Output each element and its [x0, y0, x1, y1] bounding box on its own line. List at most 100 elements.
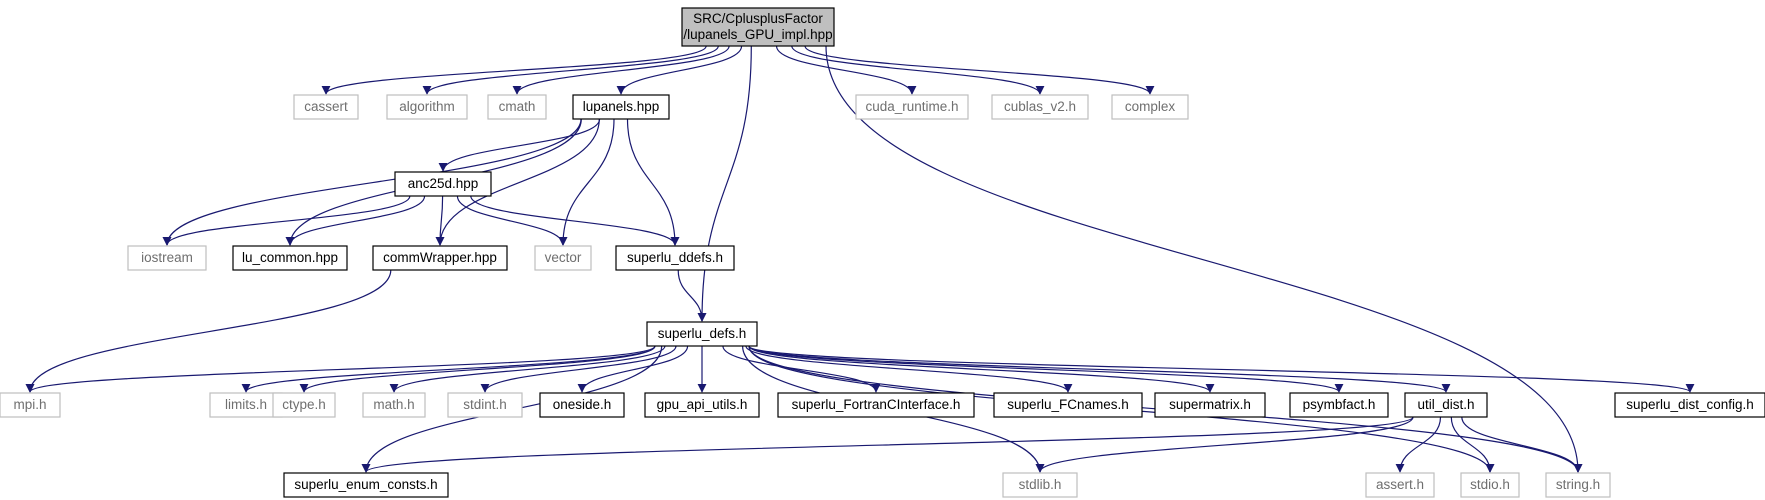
node-anc25d[interactable]: anc25d.hpp: [394, 171, 492, 197]
node-dist_config[interactable]: superlu_dist_config.h: [1614, 392, 1765, 418]
include-edge-lupanels-to-superlu_ddefs: [626, 118, 680, 246]
node-label-cuda_runtime: cuda_runtime.h: [865, 99, 958, 114]
include-edge-root-to-cassert: [321, 45, 707, 95]
node-cmath: cmath: [487, 94, 547, 120]
node-label-complex: complex: [1125, 99, 1176, 114]
node-label-enum_consts: superlu_enum_consts.h: [294, 477, 437, 492]
node-complex: complex: [1111, 94, 1189, 120]
node-label-dist_config: superlu_dist_config.h: [1626, 397, 1754, 412]
include-edge-root-to-cublas: [791, 45, 1045, 95]
include-edge-superlu_defs-to-util_dist: [748, 345, 1451, 393]
node-oneside[interactable]: oneside.h: [539, 392, 625, 418]
node-box-root[interactable]: [681, 7, 835, 47]
node-gpu_api_utils[interactable]: gpu_api_utils.h: [644, 392, 760, 418]
node-box-cmath: [487, 94, 547, 120]
include-edge-superlu_defs-to-ctype: [299, 345, 656, 393]
node-box-util_dist[interactable]: [1404, 392, 1488, 418]
node-lupanels[interactable]: lupanels.hpp: [572, 94, 670, 120]
node-label-stdint: stdint.h: [463, 397, 507, 412]
node-label-algorithm: algorithm: [399, 99, 455, 114]
node-commWrapper[interactable]: commWrapper.hpp: [372, 245, 508, 271]
include-edge-superlu_defs-to-psymbfact: [748, 345, 1344, 393]
node-label-root-1: /lupanels_GPU_impl.hpp: [683, 27, 832, 42]
include-edge-commWrapper-to-mpi: [25, 269, 392, 393]
include-edge-superlu_defs-to-supermatrix: [748, 345, 1215, 393]
node-enum_consts[interactable]: superlu_enum_consts.h: [283, 472, 449, 498]
node-box-superlu_ddefs[interactable]: [615, 245, 735, 271]
node-root[interactable]: SRC/CplusplusFactor/lupanels_GPU_impl.hp…: [681, 7, 835, 47]
include-edge-anc25d-to-commWrapper: [435, 195, 445, 246]
node-stdint: stdint.h: [447, 392, 523, 418]
node-box-cuda_runtime: [855, 94, 969, 120]
include-edge-superlu_defs-to-mpi: [25, 345, 656, 393]
node-util_dist[interactable]: util_dist.h: [1404, 392, 1488, 418]
node-label-stdlib: stdlib.h: [1019, 477, 1062, 492]
node-box-enum_consts[interactable]: [283, 472, 449, 498]
node-box-math: [362, 392, 426, 418]
include-edge-anc25d-to-vector: [456, 195, 568, 246]
node-box-cublas: [991, 94, 1089, 120]
node-label-psymbfact: psymbfact.h: [1303, 397, 1376, 412]
node-box-stdlib: [1002, 472, 1078, 498]
node-box-fortranC[interactable]: [777, 392, 975, 418]
node-box-string: [1545, 472, 1611, 498]
include-edge-root-to-lupanels: [616, 45, 743, 95]
node-box-oneside[interactable]: [539, 392, 625, 418]
node-label-util_dist: util_dist.h: [1417, 397, 1474, 412]
include-edge-superlu_ddefs-to-superlu_defs: [677, 269, 707, 322]
node-box-limits: [209, 392, 283, 418]
include-edge-util_dist-to-assert: [1395, 416, 1442, 473]
node-label-commWrapper: commWrapper.hpp: [383, 250, 497, 265]
include-edge-superlu_defs-to-math: [389, 345, 666, 393]
node-superlu_ddefs[interactable]: superlu_ddefs.h: [615, 245, 735, 271]
node-label-anc25d: anc25d.hpp: [408, 176, 479, 191]
node-label-fortranC: superlu_FortranCInterface.h: [792, 397, 961, 412]
include-edge-superlu_defs-to-oneside: [577, 345, 689, 393]
node-superlu_defs[interactable]: superlu_defs.h: [646, 321, 758, 347]
node-label-superlu_ddefs: superlu_ddefs.h: [627, 250, 723, 265]
include-edge-lupanels-to-anc25d: [438, 118, 601, 172]
node-box-superlu_defs[interactable]: [646, 321, 758, 347]
node-assert: assert.h: [1365, 472, 1435, 498]
include-nodes: SRC/CplusplusFactor/lupanels_GPU_impl.hp…: [0, 7, 1765, 498]
node-box-supermatrix[interactable]: [1154, 392, 1266, 418]
include-edge-superlu_defs-to-fcnames: [745, 345, 1073, 393]
node-box-mpi: [0, 392, 61, 418]
include-edge-superlu_defs-to-stdint: [480, 345, 677, 393]
node-box-lupanels[interactable]: [572, 94, 670, 120]
node-cublas: cublas_v2.h: [991, 94, 1089, 120]
node-box-iostream: [127, 245, 207, 271]
include-edge-lupanels-to-commWrapper: [435, 118, 600, 246]
node-box-fcnames[interactable]: [993, 392, 1143, 418]
node-supermatrix[interactable]: supermatrix.h: [1154, 392, 1266, 418]
node-box-lu_common[interactable]: [232, 245, 348, 271]
node-fortranC[interactable]: superlu_FortranCInterface.h: [777, 392, 975, 418]
node-vector: vector: [534, 245, 592, 271]
node-label-gpu_api_utils: gpu_api_utils.h: [657, 397, 748, 412]
include-edges: [25, 45, 1695, 473]
node-box-anc25d[interactable]: [394, 171, 492, 197]
node-box-dist_config[interactable]: [1614, 392, 1765, 418]
node-box-assert: [1365, 472, 1435, 498]
node-box-stdio: [1460, 472, 1520, 498]
node-box-commWrapper[interactable]: [372, 245, 508, 271]
include-edge-root-to-cuda_runtime: [775, 45, 917, 95]
node-box-cassert: [293, 94, 359, 120]
include-edge-superlu_defs-to-limits: [241, 345, 656, 393]
include-edge-root-to-cmath: [512, 45, 730, 95]
node-box-algorithm: [386, 94, 468, 120]
node-iostream: iostream: [127, 245, 207, 271]
node-label-superlu_defs: superlu_defs.h: [658, 326, 747, 341]
node-psymbfact[interactable]: psymbfact.h: [1289, 392, 1389, 418]
node-string: string.h: [1545, 472, 1611, 498]
include-edge-root-to-algorithm: [422, 45, 719, 95]
include-edge-util_dist-to-stdlib: [1035, 416, 1414, 473]
node-lu_common[interactable]: lu_common.hpp: [232, 245, 348, 271]
include-edge-lupanels-to-vector: [558, 118, 615, 246]
node-fcnames[interactable]: superlu_FCnames.h: [993, 392, 1143, 418]
node-label-root-0: SRC/CplusplusFactor: [693, 11, 823, 26]
node-box-psymbfact[interactable]: [1289, 392, 1389, 418]
node-box-gpu_api_utils[interactable]: [644, 392, 760, 418]
node-label-stdio: stdio.h: [1470, 477, 1510, 492]
